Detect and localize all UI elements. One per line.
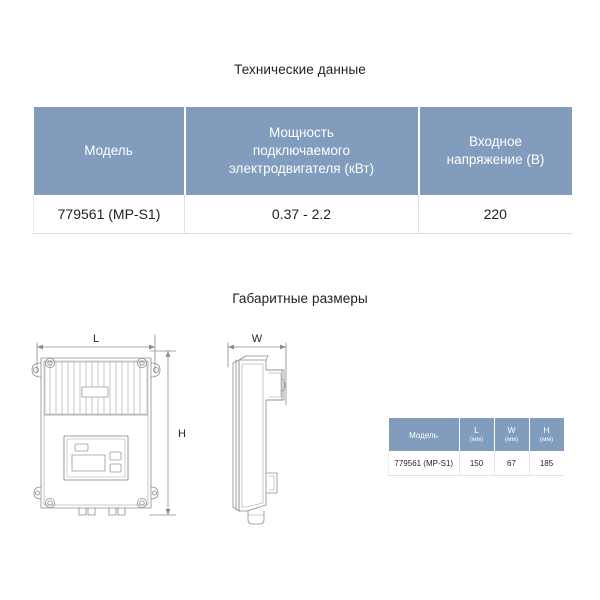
dim-cell-height: 185 (529, 451, 564, 476)
dim-header-length-letter: L (474, 424, 479, 435)
dim-header-width: W (мм) (494, 418, 530, 451)
spec-header-voltage-line1: Входное (468, 134, 522, 150)
table-row: 779561 (МР-S1) 0.37 - 2.2 220 (33, 195, 572, 234)
spec-header-power: Мощность подключаемого электродвигателя … (184, 107, 420, 195)
table-row: 779561 (МР-S1) 150 67 185 (388, 451, 564, 476)
front-view-label-l: L (93, 333, 99, 345)
drawings-svg: L H W (31, 333, 287, 525)
front-view-label-h: H (178, 428, 186, 440)
spec-header-power-line2: подключаемого (252, 143, 351, 159)
spec-cell-power: 0.37 - 2.2 (184, 195, 419, 234)
dim-header-model: Модель (388, 418, 460, 451)
spec-header-voltage-line2: напряжение (В) (446, 152, 545, 167)
spec-header-power-line1: Мощность (269, 125, 334, 141)
dim-header-length-unit: (мм) (469, 435, 484, 443)
spec-cell-model: 779561 (МР-S1) (33, 195, 185, 234)
dim-header-height-letter: H (543, 424, 550, 435)
dim-header-length: L (мм) (459, 418, 495, 451)
page-title-dimensions: Габаритные размеры (232, 291, 368, 306)
dim-cell-model: 779561 (МР-S1) (388, 451, 460, 476)
dim-header-model-label: Модель (409, 431, 438, 441)
dim-cell-length: 150 (459, 451, 495, 476)
dimensions-table: Модель L (мм) W (мм) H (мм) 779561 (МР-S… (388, 418, 564, 476)
side-view-label-w: W (252, 333, 263, 345)
spec-table-header-row: Модель Мощность подключаемого электродви… (33, 107, 572, 195)
front-view-drawing (31, 334, 177, 516)
dim-header-width-letter: W (507, 424, 516, 435)
page-title-technical-data: Технические данные (234, 62, 366, 77)
spec-header-power-line3: электродвигателя (кВт) (228, 160, 375, 176)
dim-header-height-unit: (мм) (539, 435, 554, 443)
dimension-drawings: L H W (0, 315, 600, 545)
dim-header-width-unit: (мм) (504, 435, 519, 443)
spec-header-model: Модель (33, 107, 186, 195)
side-view-drawing (227, 342, 287, 525)
dim-header-height: H (мм) (529, 418, 564, 451)
specifications-table: Модель Мощность подключаемого электродви… (33, 107, 572, 234)
spec-header-voltage: Входное напряжение (В) (418, 107, 572, 195)
dim-cell-width: 67 (494, 451, 530, 476)
dim-table-header-row: Модель L (мм) W (мм) H (мм) (388, 418, 564, 451)
spec-cell-voltage: 220 (418, 195, 572, 234)
